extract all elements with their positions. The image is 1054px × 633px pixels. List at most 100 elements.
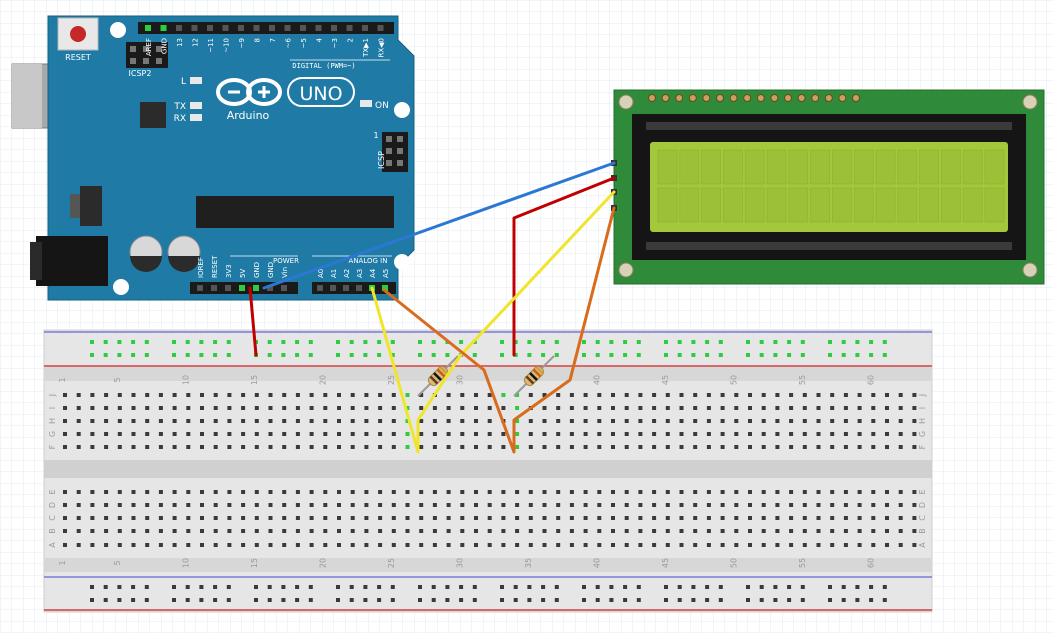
lcd-char-cell — [919, 187, 939, 223]
breadboard-hole — [323, 406, 328, 410]
breadboard-hole — [405, 419, 410, 423]
breadboard-hole — [200, 406, 204, 410]
rail-hole — [472, 353, 477, 357]
breadboard-hole — [515, 445, 520, 449]
breadboard-hole — [446, 419, 451, 423]
lcd-header-pin — [675, 94, 684, 102]
breadboard-hole — [789, 543, 794, 547]
breadboard-hole — [556, 393, 561, 397]
breadboard-hole — [542, 393, 547, 397]
lcd-header-pin — [688, 94, 697, 102]
breadboard-hole — [295, 516, 300, 520]
header-pin — [145, 25, 151, 31]
lcd-char-cell — [962, 149, 983, 185]
digital-pin-label: AREF — [145, 38, 153, 56]
icsp-pin — [386, 160, 392, 166]
breadboard-hole — [76, 529, 81, 533]
breadboard-hole — [446, 432, 451, 436]
breadboard-hole — [720, 393, 725, 397]
breadboard-hole — [501, 393, 506, 397]
rail-hole — [705, 340, 710, 344]
icsp2-pin — [130, 46, 136, 52]
rail-hole — [213, 353, 218, 357]
breadboard-hole — [309, 503, 314, 507]
column-label-top: 30 — [455, 375, 464, 385]
breadboard-hole — [748, 393, 752, 397]
board-pcb — [47, 15, 415, 301]
rail-hole — [541, 340, 546, 344]
breadboard-hole — [186, 529, 191, 533]
column-label-bottom: 10 — [181, 558, 190, 568]
row-label: B — [48, 528, 57, 534]
rail-hole — [595, 353, 600, 357]
rail-hole — [472, 598, 477, 602]
header-pin — [362, 25, 368, 31]
rail-hole — [787, 353, 792, 357]
breadboard-hole — [309, 516, 314, 520]
breadboard-hole — [843, 432, 848, 436]
breadboard-hole — [775, 529, 780, 533]
breadboard-hole — [200, 393, 204, 397]
column-label-bottom: 30 — [455, 558, 464, 568]
breadboard-hole — [241, 393, 246, 397]
breadboard-hole — [748, 503, 752, 507]
breadboard-hole — [432, 419, 437, 423]
rail-hole — [445, 598, 450, 602]
row-label: D — [48, 502, 57, 508]
breadboard-hole — [542, 503, 547, 507]
breadboard-hole — [460, 516, 465, 520]
breadboard-hole — [761, 516, 766, 520]
rail-hole — [691, 340, 696, 344]
rail-hole — [855, 353, 860, 357]
breadboard-hole — [528, 432, 533, 436]
breadboard-hole — [515, 543, 520, 547]
column-label-top: 50 — [729, 375, 738, 385]
breadboard-hole — [158, 490, 163, 494]
breadboard-hole — [282, 419, 287, 423]
breadboard-hole — [843, 406, 848, 410]
rail-hole — [828, 585, 832, 589]
breadboard-hole — [542, 529, 547, 533]
breadboard-hole — [104, 445, 109, 449]
breadboard-hole — [460, 490, 465, 494]
breadboard-hole — [652, 490, 657, 494]
breadboard-hole — [378, 393, 383, 397]
breadboard-hole — [391, 516, 396, 520]
breadboard-hole — [76, 490, 81, 494]
digital-pin-label: 13 — [176, 38, 184, 47]
rail-hole — [609, 340, 614, 344]
breadboard-hole — [432, 445, 437, 449]
breadboard-hole — [145, 406, 150, 410]
breadboard-hole — [748, 516, 752, 520]
rail-hole — [144, 353, 149, 357]
breadboard-hole — [679, 503, 684, 507]
breadboard-hole — [241, 543, 246, 547]
reset-button-cap[interactable] — [70, 26, 86, 42]
lcd-char-cell — [679, 149, 700, 185]
breadboard-hole — [268, 543, 273, 547]
breadboard-hole — [213, 406, 218, 410]
breadboard-hole — [885, 529, 889, 533]
breadboard-hole — [693, 490, 698, 494]
digital-pin-label: ~3 — [331, 38, 339, 48]
breadboard-hole — [391, 503, 396, 507]
breadboard-hole — [761, 445, 766, 449]
breadboard-hole — [775, 503, 780, 507]
breadboard-hole — [241, 445, 246, 449]
breadboard-hole — [446, 406, 451, 410]
breadboard-hole — [186, 543, 191, 547]
breadboard-hole — [652, 406, 657, 410]
breadboard-hole — [474, 432, 478, 436]
breadboard-hole — [145, 393, 150, 397]
breadboard-hole — [200, 543, 204, 547]
breadboard-hole — [200, 490, 204, 494]
header-pin — [377, 25, 384, 31]
breadboard-hole — [597, 529, 602, 533]
breadboard-hole — [775, 490, 780, 494]
rail-hole — [144, 340, 149, 344]
lcd-char-cell — [744, 187, 765, 223]
rail-hole — [828, 353, 832, 357]
row-label: I — [918, 407, 927, 409]
breadboard-hole — [241, 490, 246, 494]
breadboard-hole — [241, 503, 246, 507]
